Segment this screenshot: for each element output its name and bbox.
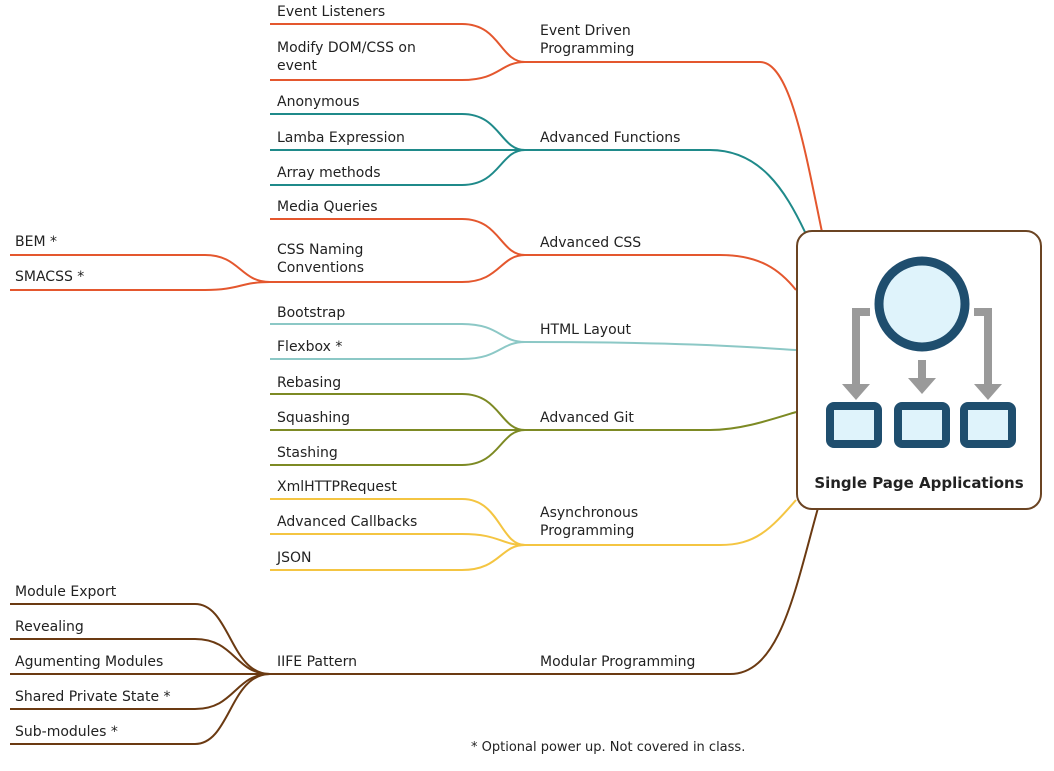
link-module-export bbox=[10, 603, 271, 675]
link-root-async bbox=[525, 499, 797, 546]
branch-html-layout[interactable]: HTML Layout bbox=[540, 322, 631, 338]
link-revealing bbox=[10, 638, 271, 675]
branch-advanced-functions[interactable]: Advanced Functions bbox=[540, 130, 681, 146]
root-node[interactable]: Single Page Applications bbox=[796, 230, 1042, 510]
link-rebasing bbox=[270, 393, 526, 431]
node-smacss[interactable]: SMACSS * bbox=[15, 269, 85, 285]
link-smacss bbox=[10, 281, 271, 291]
node-modify-dom-css[interactable]: Modify DOM/CSS on event bbox=[277, 40, 416, 74]
branch-asynchronous-programming[interactable]: Asynchronous Programming bbox=[540, 505, 639, 539]
node-lamba-expression[interactable]: Lamba Expression bbox=[277, 130, 405, 146]
link-bootstrap bbox=[270, 323, 526, 343]
node-anonymous[interactable]: Anonymous bbox=[277, 94, 360, 110]
root-title: Single Page Applications bbox=[814, 474, 1024, 492]
node-json[interactable]: JSON bbox=[277, 550, 312, 566]
branch-advanced-css[interactable]: Advanced CSS bbox=[540, 235, 642, 251]
branch-links-event-driven bbox=[270, 23, 823, 233]
node-module-export[interactable]: Module Export bbox=[15, 584, 117, 600]
node-squashing[interactable]: Squashing bbox=[277, 410, 351, 426]
node-stashing[interactable]: Stashing bbox=[277, 445, 338, 461]
link-bem bbox=[10, 254, 271, 283]
link-root-html-layout bbox=[524, 341, 797, 351]
link-root-advanced-css bbox=[525, 254, 797, 291]
footnote: * Optional power up. Not covered in clas… bbox=[471, 740, 746, 755]
node-revealing[interactable]: Revealing bbox=[15, 619, 84, 635]
node-shared-private-state[interactable]: Shared Private State * bbox=[15, 689, 171, 705]
node-css-naming-conventions[interactable]: CSS Naming Conventions bbox=[277, 242, 365, 276]
node-agumenting-modules[interactable]: Agumenting Modules bbox=[15, 654, 164, 670]
link-sub-modules bbox=[10, 673, 271, 745]
link-anonymous bbox=[270, 113, 526, 151]
node-iife-pattern[interactable]: IIFE Pattern bbox=[277, 654, 357, 670]
branch-modular-programming[interactable]: Modular Programming bbox=[540, 654, 696, 670]
branch-links-advanced-functions bbox=[270, 113, 806, 233]
link-xmlhttprequest bbox=[270, 498, 526, 546]
branch-advanced-git[interactable]: Advanced Git bbox=[540, 410, 634, 426]
link-root-modular bbox=[270, 507, 819, 675]
link-root-advanced-functions bbox=[525, 149, 806, 233]
node-event-listeners[interactable]: Event Listeners bbox=[277, 4, 386, 20]
branch-links-html-layout bbox=[270, 323, 797, 360]
link-flexbox bbox=[270, 341, 526, 360]
link-media-queries bbox=[270, 218, 526, 256]
node-bootstrap[interactable]: Bootstrap bbox=[277, 305, 346, 321]
branch-links-advanced-git bbox=[270, 393, 797, 466]
link-array-methods bbox=[270, 149, 526, 186]
branch-event-driven-programming[interactable]: Event Driven Programming bbox=[540, 23, 635, 57]
link-event-listeners bbox=[270, 23, 526, 63]
branch-links-async bbox=[270, 498, 797, 571]
node-bem[interactable]: BEM * bbox=[15, 234, 57, 250]
link-modify-dom bbox=[270, 61, 526, 81]
node-rebasing[interactable]: Rebasing bbox=[277, 375, 342, 391]
node-array-methods[interactable]: Array methods bbox=[277, 165, 381, 181]
link-stashing bbox=[270, 429, 526, 466]
link-root-advanced-git bbox=[525, 411, 797, 431]
link-css-naming bbox=[270, 254, 526, 283]
link-json bbox=[270, 544, 526, 571]
node-sub-modules[interactable]: Sub-modules * bbox=[15, 724, 118, 740]
node-xmlhttprequest[interactable]: XmlHTTPRequest bbox=[277, 479, 397, 495]
link-root-event-driven bbox=[525, 61, 823, 233]
link-advanced-callbacks bbox=[270, 533, 526, 546]
single-page-app-icon bbox=[826, 256, 1016, 448]
node-media-queries[interactable]: Media Queries bbox=[277, 199, 378, 215]
node-flexbox[interactable]: Flexbox * bbox=[277, 339, 343, 355]
branch-links-advanced-css bbox=[10, 218, 797, 291]
branch-links-modular bbox=[10, 507, 819, 745]
node-advanced-callbacks[interactable]: Advanced Callbacks bbox=[277, 514, 418, 530]
